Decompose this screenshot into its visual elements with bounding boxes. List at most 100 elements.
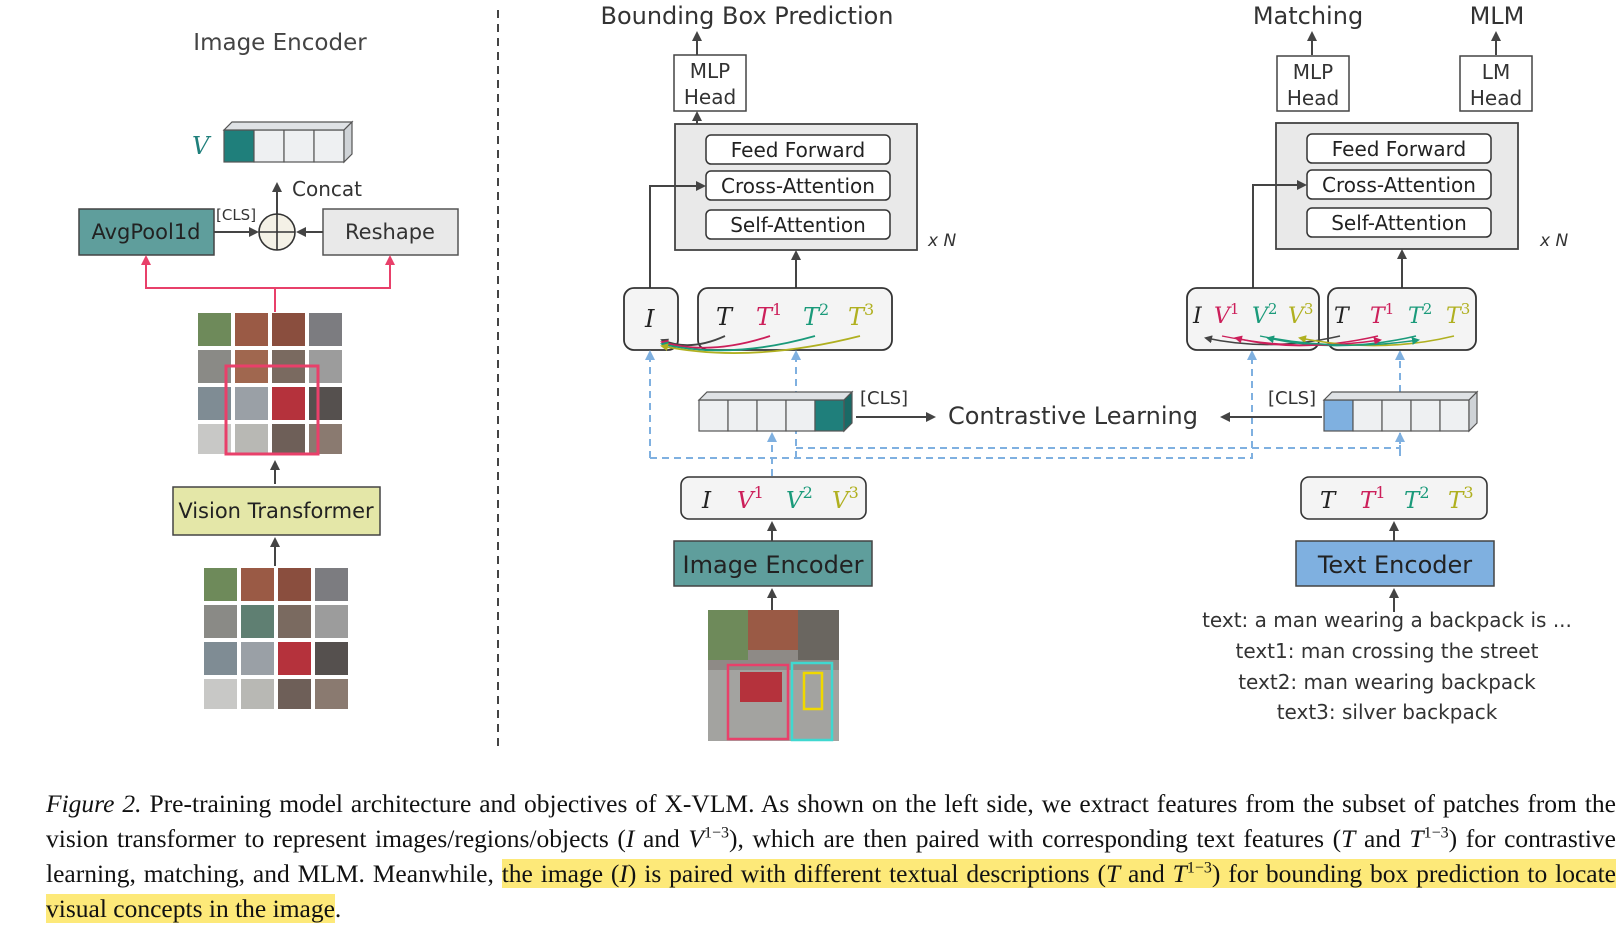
- caption-hl-t: T: [1105, 859, 1121, 888]
- svg-text:V1: V1: [1214, 300, 1239, 329]
- right-token-v1-sup: 1: [1230, 300, 1240, 318]
- lm-head-line1: LM: [1482, 60, 1510, 84]
- text-encoder-box: [1295, 540, 1495, 587]
- caption-v-range: 1−3: [704, 824, 730, 842]
- patch-grid-input: [204, 568, 348, 709]
- right-cls-label: [CLS]: [1268, 388, 1316, 409]
- caption-t-range: 1−3: [1423, 824, 1449, 842]
- caption-t: T: [1341, 824, 1356, 853]
- mid-feed-forward: Feed Forward: [731, 138, 866, 162]
- svg-text:T3: T3: [1448, 483, 1474, 514]
- img-token-sup3: 3: [849, 483, 859, 502]
- caption-hl3: and: [1120, 859, 1173, 888]
- mid-mlp-head-box: [673, 54, 747, 112]
- text-token-t2: T: [1404, 488, 1421, 514]
- right-feed-forward: Feed Forward: [1332, 137, 1467, 161]
- img-token-sup1: 1: [754, 483, 764, 502]
- caption-and1: and: [634, 824, 689, 853]
- mid-input-t3: T: [848, 303, 866, 331]
- v-label: V: [192, 132, 212, 160]
- svg-text:T3: T3: [1446, 300, 1470, 329]
- lm-head-line2: Head: [1470, 86, 1522, 110]
- right-token-t1: T: [1370, 304, 1387, 329]
- left-cls-label: [CLS]: [216, 206, 256, 224]
- right-token-t2-sup: 2: [1423, 300, 1433, 318]
- text-token-t1: T: [1360, 488, 1377, 514]
- right-token-v3-sup: 3: [1304, 300, 1314, 318]
- caption-hl-range: 1−3: [1186, 859, 1212, 877]
- text-token-t1-sup: 1: [1375, 483, 1385, 502]
- reshape-label: Reshape: [345, 220, 435, 244]
- concat-label: Concat: [292, 177, 362, 201]
- svg-text:T2: T2: [1404, 483, 1430, 514]
- mid-image-encoder-label: Image Encoder: [683, 551, 864, 579]
- vision-transformer-label: Vision Transformer: [178, 499, 374, 523]
- caption-and2: and: [1355, 824, 1410, 853]
- caption-hl2: ) is paired with different textual descr…: [627, 859, 1106, 888]
- lm-head-box: [1459, 55, 1533, 112]
- caption-end: .: [334, 894, 342, 923]
- mid-input-t2: T: [803, 303, 821, 331]
- text-token-t2-sup: 2: [1419, 483, 1429, 502]
- svg-text:T2: T2: [803, 300, 829, 331]
- right-token-t: T: [1334, 304, 1351, 329]
- img-token-v2: V: [786, 488, 805, 514]
- caption-label: Figure 2.: [46, 789, 142, 818]
- mid-times-n: x N: [927, 231, 956, 251]
- mid-cross-attention: Cross-Attention: [721, 174, 875, 198]
- input-photo: [708, 610, 839, 742]
- mid-mlp-head-line2: Head: [684, 85, 736, 109]
- right-self-attention: Self-Attention: [1331, 211, 1467, 235]
- text-token-t: T: [1320, 488, 1337, 514]
- svg-text:T1: T1: [1370, 300, 1394, 329]
- mid-input-i: I: [644, 305, 655, 333]
- mid-cls-token-strip: [697, 390, 854, 433]
- caption-hl1: the image (: [501, 859, 620, 888]
- img-token-sup2: 2: [803, 483, 813, 502]
- right-token-t2: T: [1408, 304, 1425, 329]
- img-token-v3: V: [832, 488, 851, 514]
- mid-input-t1: T: [756, 303, 774, 331]
- svg-text:T1: T1: [1360, 483, 1386, 514]
- right-mlp-head-box: [1276, 55, 1350, 112]
- mid-sup1: 1: [772, 300, 782, 319]
- right-mlp-head-line2: Head: [1287, 86, 1339, 110]
- figure-caption: Figure 2. Pre-training model architectur…: [46, 786, 1616, 926]
- contrastive-learning-label: Contrastive Learning: [948, 402, 1198, 430]
- reshape-box: [322, 208, 459, 256]
- right-token-v2: V: [1252, 304, 1270, 329]
- img-token-v1: V: [737, 488, 756, 514]
- caption-hl-i: I: [619, 859, 628, 888]
- mid-sup3: 3: [864, 300, 874, 319]
- svg-text:T2: T2: [1408, 300, 1432, 329]
- v-token-strip: [222, 120, 354, 164]
- right-text-tokens-box: [1300, 476, 1488, 520]
- left-panel-title: Image Encoder: [193, 30, 367, 56]
- right-token-t3: T: [1446, 304, 1463, 329]
- matching-label: Matching: [1253, 2, 1363, 30]
- right-times-n: x N: [1539, 231, 1568, 251]
- svg-text:T1: T1: [756, 300, 782, 331]
- caption-t2: T: [1409, 824, 1424, 853]
- caption-hl4: ) for bounding box prediction to locate …: [46, 859, 1616, 923]
- svg-text:V2: V2: [1252, 300, 1277, 329]
- svg-text:V2: V2: [786, 483, 813, 514]
- right-image-token-box: [1186, 287, 1320, 351]
- svg-text:V3: V3: [832, 483, 859, 514]
- text-sample-2: text2: man wearing backpack: [1238, 670, 1536, 694]
- right-token-v2-sup: 2: [1268, 300, 1278, 318]
- svg-text:V1: V1: [737, 483, 764, 514]
- caption-hl-t2: T: [1172, 859, 1187, 888]
- vision-transformer-box: [172, 486, 381, 536]
- mid-input-t: T: [716, 303, 734, 331]
- text-sample-0: text: a man wearing a backpack is ...: [1202, 608, 1572, 632]
- right-cross-attention: Cross-Attention: [1322, 173, 1476, 197]
- right-token-t3-sup: 3: [1461, 300, 1471, 318]
- right-token-v3: V: [1288, 304, 1306, 329]
- text-sample-1: text1: man crossing the street: [1236, 639, 1539, 663]
- mid-image-encoder-box: [673, 540, 873, 587]
- mid-self-attention: Self-Attention: [730, 213, 866, 237]
- text-encoder-label: Text Encoder: [1317, 551, 1472, 579]
- bbox-prediction-label: Bounding Box Prediction: [600, 2, 893, 30]
- caption-v: V: [688, 824, 704, 853]
